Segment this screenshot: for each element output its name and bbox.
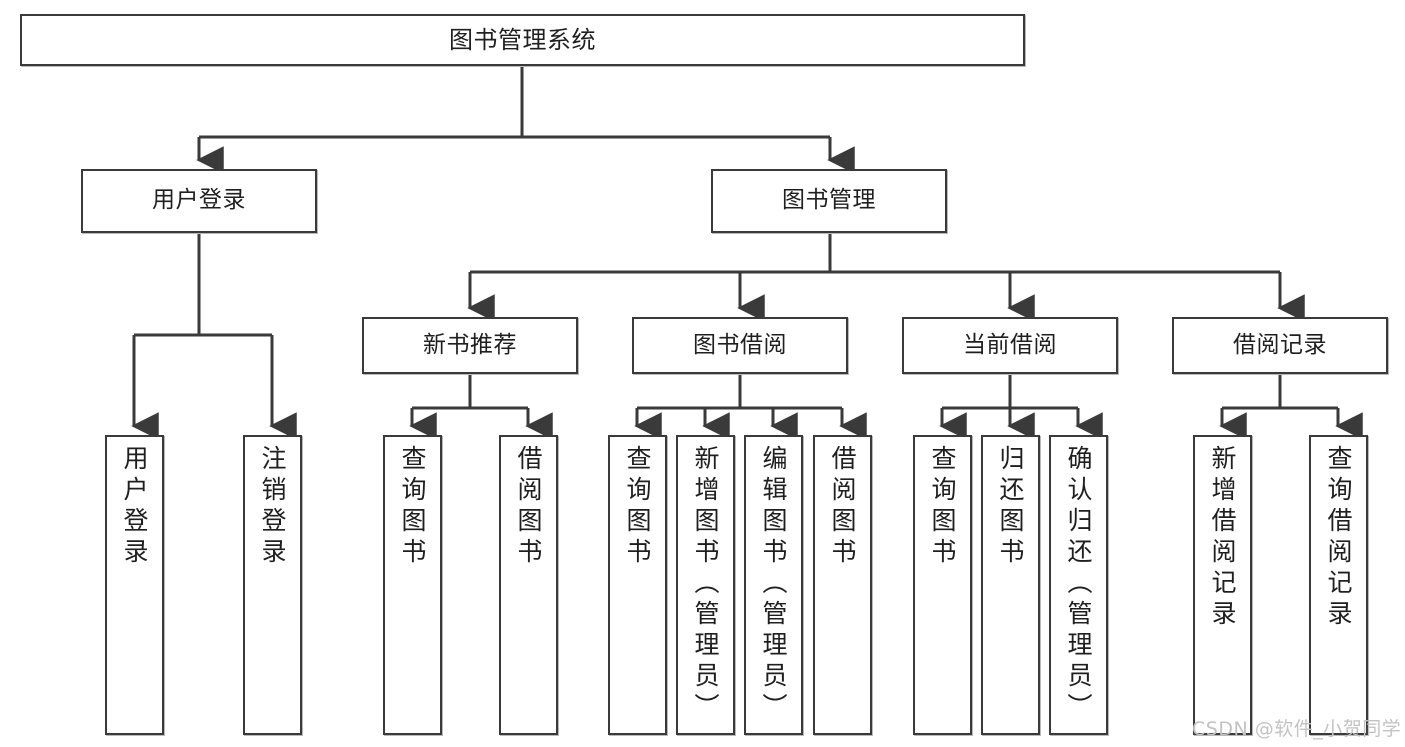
node-label: 查询图书 (623, 445, 652, 569)
node-label: 新增图书（管理员） (691, 445, 720, 724)
node-label: 编辑图书（管理员） (759, 445, 788, 724)
node-label: 注销登录 (258, 445, 287, 569)
node-label: 用户登录 (152, 187, 246, 214)
node-label: 图书借阅 (693, 331, 787, 358)
leaf-current-borrow-return-book[interactable]: 归还图书 (981, 435, 1040, 735)
leaf-book-borrow-query-book[interactable]: 查询图书 (608, 435, 667, 735)
node-book-borrow[interactable]: 图书借阅 (632, 317, 848, 374)
node-current-borrow[interactable]: 当前借阅 (902, 317, 1118, 374)
node-root-book-management-system[interactable]: 图书管理系统 (20, 14, 1025, 66)
node-label: 借阅记录 (1233, 331, 1327, 358)
node-book-management[interactable]: 图书管理 (711, 169, 947, 233)
node-user-login[interactable]: 用户登录 (81, 169, 317, 233)
node-label: 查询图书 (928, 445, 957, 569)
leaf-borrow-record-add-record[interactable]: 新增借阅记录 (1193, 435, 1252, 735)
leaf-new-book-borrow-book[interactable]: 借阅图书 (499, 435, 558, 735)
node-label: 确认归还（管理员） (1064, 445, 1093, 724)
leaf-current-borrow-query-book[interactable]: 查询图书 (913, 435, 972, 735)
node-label: 查询借阅记录 (1324, 445, 1353, 631)
node-label: 查询图书 (398, 445, 427, 569)
node-new-book-recommend[interactable]: 新书推荐 (362, 317, 578, 374)
node-label: 借阅图书 (828, 445, 857, 569)
node-label: 新书推荐 (423, 331, 517, 358)
leaf-user-login-login[interactable]: 用户登录 (105, 435, 164, 735)
node-label: 新增借阅记录 (1208, 445, 1237, 631)
leaf-current-borrow-confirm-return-admin[interactable]: 确认归还（管理员） (1049, 435, 1108, 735)
leaf-borrow-record-query-record[interactable]: 查询借阅记录 (1309, 435, 1368, 735)
leaf-new-book-query-book[interactable]: 查询图书 (383, 435, 442, 735)
node-label: 用户登录 (120, 445, 149, 569)
leaf-book-borrow-add-book-admin[interactable]: 新增图书（管理员） (676, 435, 735, 735)
node-label: 图书管理 (782, 187, 876, 214)
node-label: 图书管理系统 (449, 25, 596, 54)
leaf-user-login-logout[interactable]: 注销登录 (243, 435, 302, 735)
leaf-book-borrow-borrow-book[interactable]: 借阅图书 (813, 435, 872, 735)
node-borrow-record[interactable]: 借阅记录 (1172, 317, 1388, 374)
csdn-watermark: CSDN @软件_小贺同学 (1192, 718, 1402, 740)
node-label: 归还图书 (996, 445, 1025, 569)
leaf-book-borrow-edit-book-admin[interactable]: 编辑图书（管理员） (744, 435, 803, 735)
node-label: 当前借阅 (963, 331, 1057, 358)
node-label: 借阅图书 (514, 445, 543, 569)
